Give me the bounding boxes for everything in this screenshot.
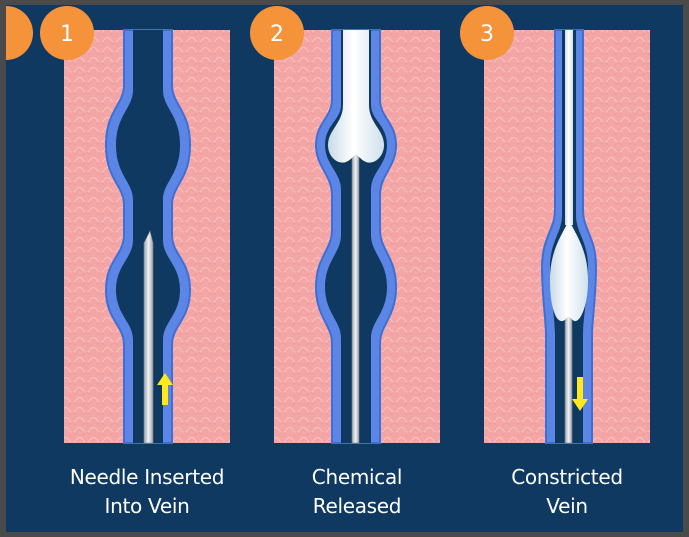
panel-3: 3 [460,6,650,444]
step-badge-3 [460,6,514,60]
caption-1-line-2: Into Vein [104,494,190,518]
step-badge-2 [6,6,33,60]
needle-2 [351,154,360,444]
needle-1 [143,230,154,444]
arrow-up-icon [157,373,173,405]
diagram-frame: 1 2 [6,5,683,532]
caption-3-line-2: Vein [546,494,588,518]
step-badge-1 [40,6,94,60]
step-badge-2-fill [250,6,304,60]
step-number-2: 2 [270,22,284,47]
caption-2-line-2: Released [312,494,402,518]
panel-2: 2 [6,6,440,444]
chemical-thread-3 [565,30,573,225]
step-number-3: 3 [480,22,494,47]
needle-3 [564,304,573,444]
panel-1: 1 [40,6,230,444]
vein-illustration: 1 2 [6,6,650,444]
chemical-blob-3 [550,220,588,322]
caption-1-line-1: Needle Inserted [69,465,225,489]
caption-3-line-1: Constricted [511,465,623,489]
caption-2: Chemical Released [262,463,452,521]
chemical-blob-2 [328,30,384,163]
caption-2-line-1: Chemical [311,465,403,489]
arrow-down-icon [572,377,588,411]
caption-1: Needle Inserted Into Vein [52,463,242,521]
step-number-1: 1 [60,22,74,47]
caption-3: Constricted Vein [472,463,662,521]
